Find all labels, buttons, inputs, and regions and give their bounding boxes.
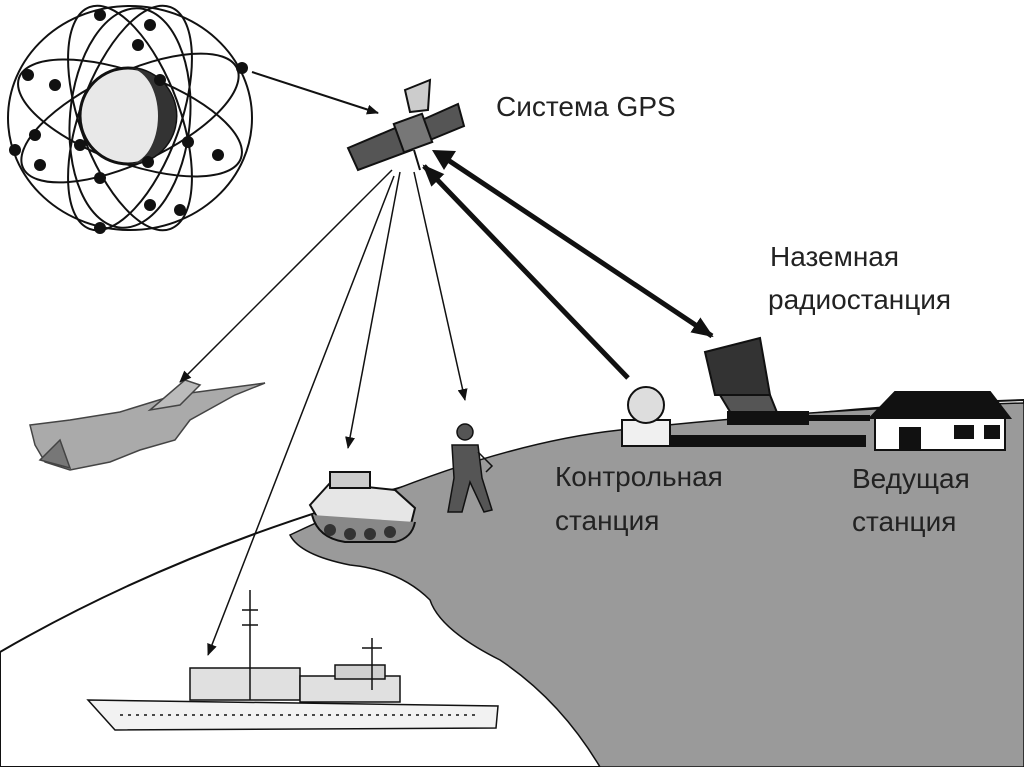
constellation-to-satellite-arrow bbox=[251, 71, 379, 115]
gps-satellite-icon bbox=[346, 78, 466, 172]
satellite-constellation-icon bbox=[7, 4, 253, 234]
ship-icon bbox=[86, 590, 499, 731]
land-mass bbox=[288, 402, 1024, 767]
master-station-building-icon bbox=[867, 391, 1013, 451]
fighter-jet-icon bbox=[29, 379, 266, 471]
downlink-ship-arrow bbox=[207, 175, 395, 656]
downlink-soldier-arrow bbox=[413, 171, 468, 401]
radio-dish-antenna-icon bbox=[703, 336, 870, 425]
soldier-icon bbox=[447, 423, 494, 513]
downlink-jet-arrow bbox=[179, 169, 393, 383]
satellite-radio-link-back-arrowhead bbox=[432, 150, 456, 170]
master-station-label-line1: Ведущая bbox=[852, 463, 970, 494]
signal-arrows bbox=[179, 71, 714, 656]
gps-system-label: Система GPS bbox=[496, 91, 676, 122]
control-station-label-line2: станция bbox=[555, 505, 660, 536]
ground-radio-station-label-line1: Наземная bbox=[770, 241, 900, 272]
downlink-vehicle-arrow bbox=[345, 171, 401, 449]
control-station-label-line1: Контрольная bbox=[555, 461, 723, 492]
control-station-dome-icon bbox=[621, 386, 866, 447]
master-station-label-line2: станция bbox=[852, 506, 957, 537]
armored-vehicle-icon bbox=[308, 471, 417, 543]
uplink-control-arrow bbox=[422, 164, 630, 380]
satellite-radio-link-arrow bbox=[443, 155, 714, 339]
ground-radio-station-label-line2: радиостанция bbox=[768, 284, 952, 315]
